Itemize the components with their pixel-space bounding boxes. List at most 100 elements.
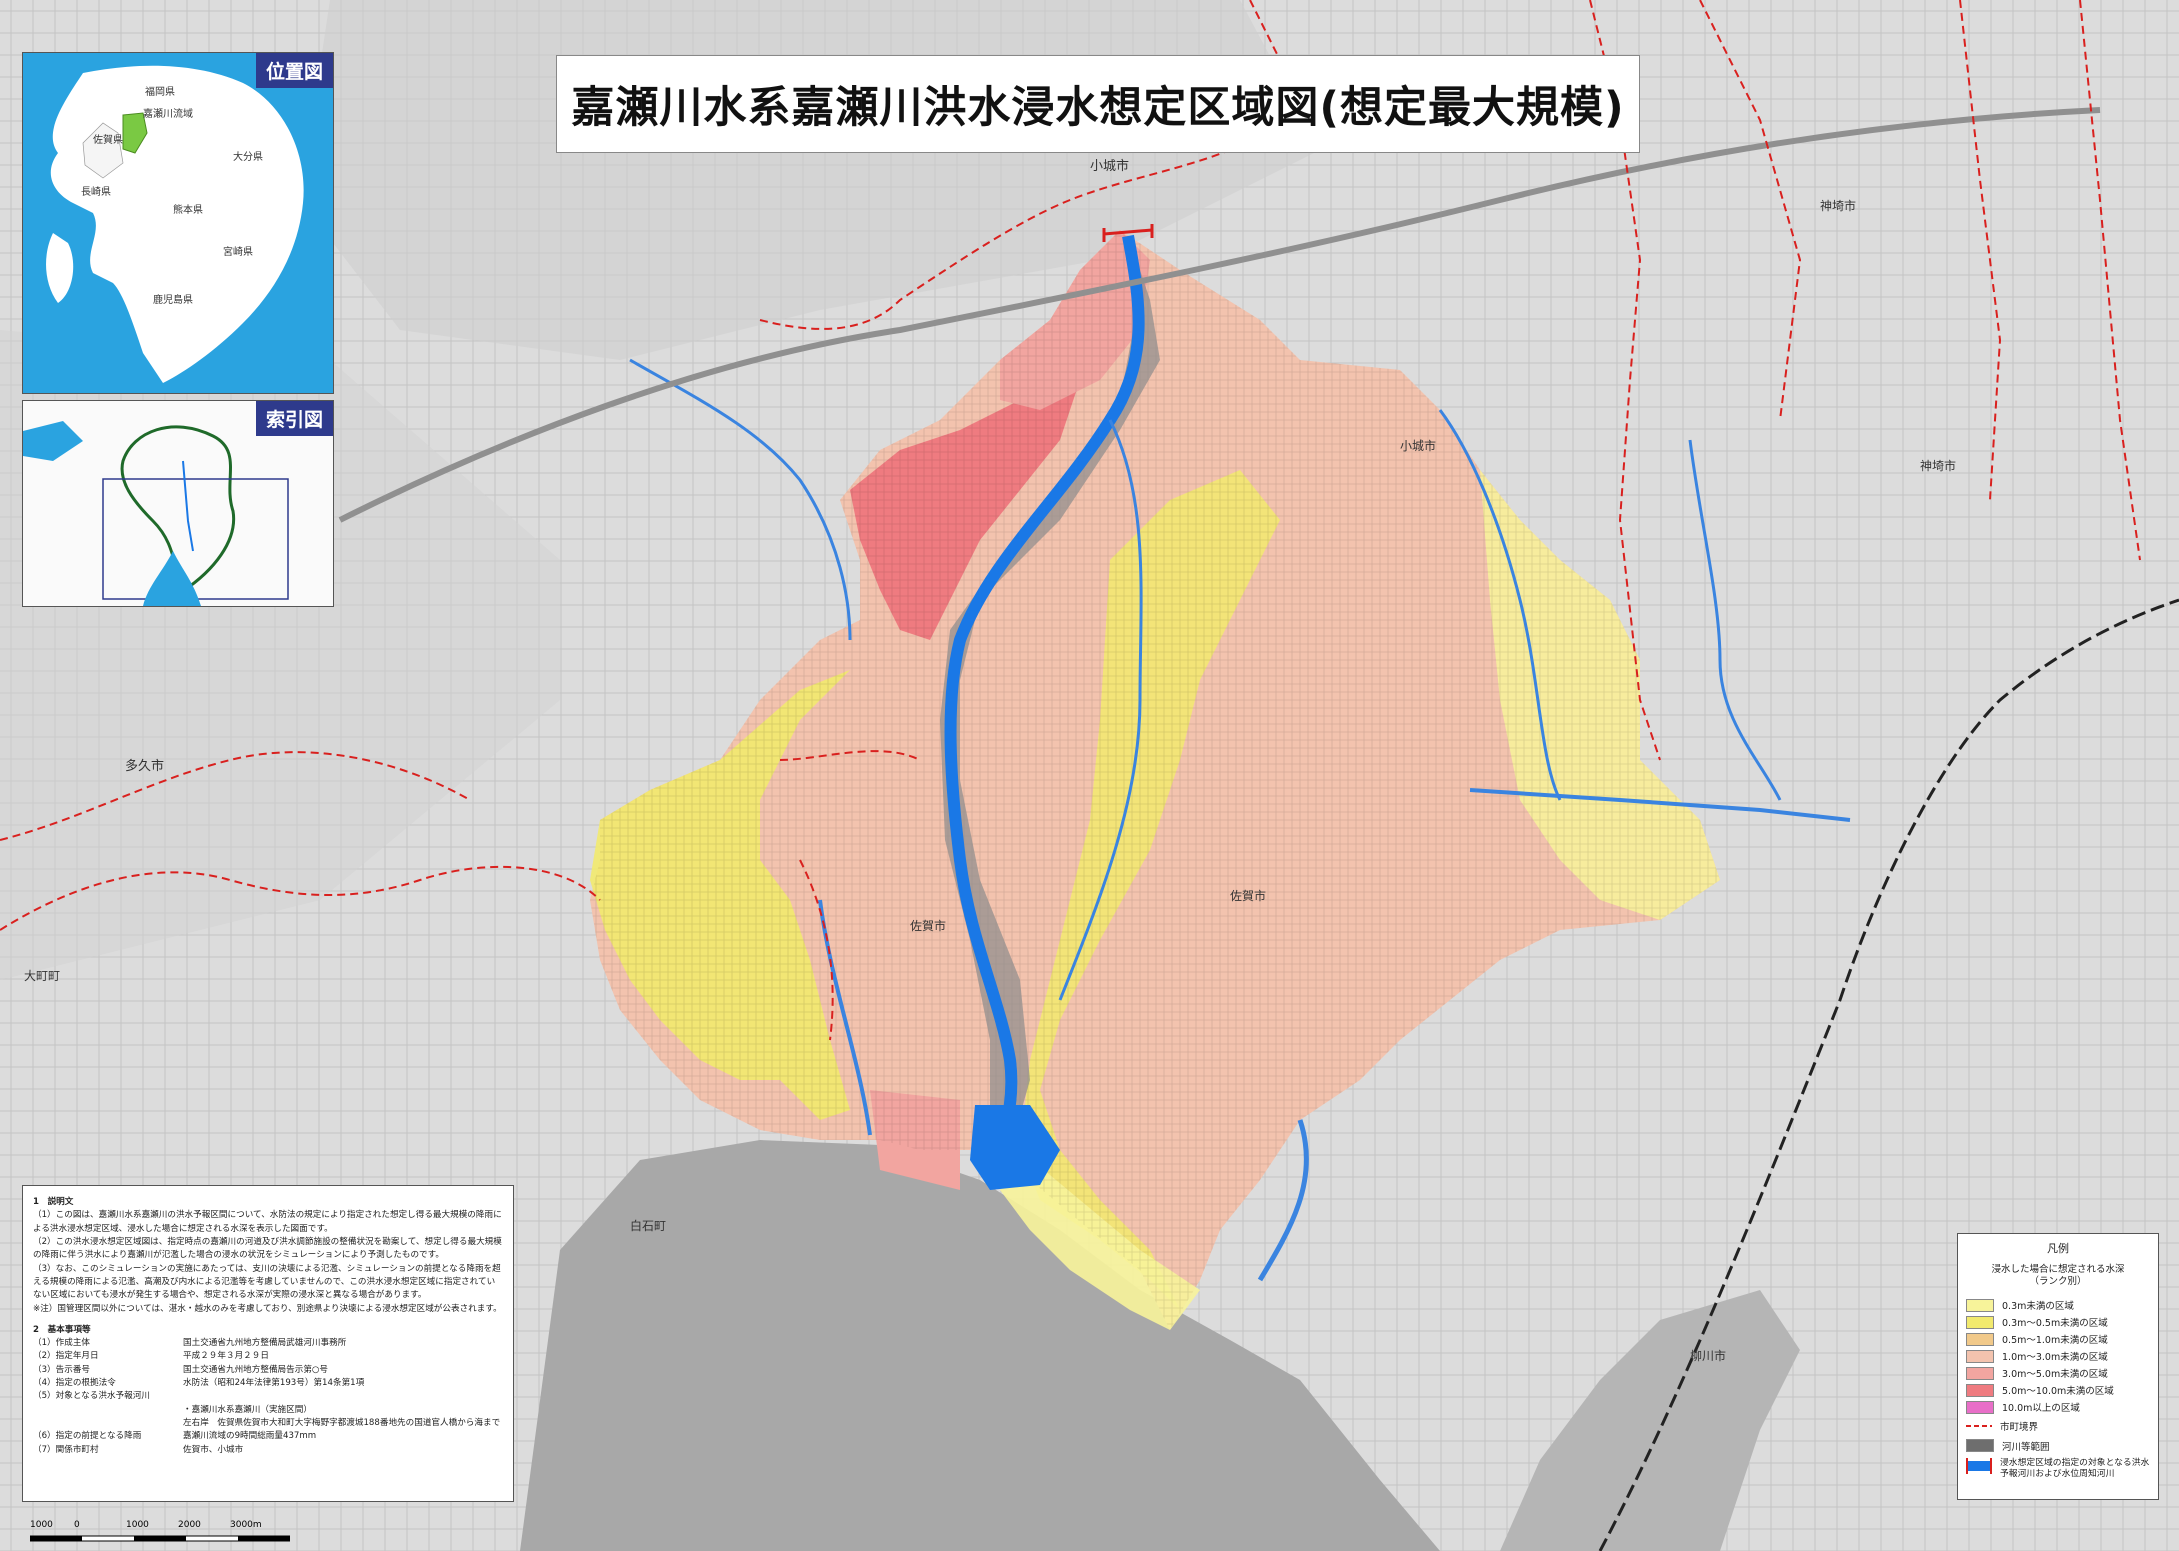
map-label-kanzaki2: 神埼市 — [1920, 458, 1956, 473]
legend-item-label: 1.0m～3.0m未満の区域 — [2002, 1352, 2108, 1364]
label-fukuoka: 福岡県 — [145, 87, 175, 98]
legend-swatch — [1966, 1400, 1994, 1414]
location-inset[interactable]: 位置図 福岡県 嘉瀬川流域 佐賀県 大分県 長崎県 熊本県 宮崎県 鹿児島県 — [22, 52, 334, 394]
label-kase-basin: 嘉瀬川流域 — [143, 109, 193, 120]
notes-item: （2）指定年月日 平成２９年３月２９日 — [33, 1350, 503, 1363]
label-nagasaki: 長崎県 — [81, 187, 111, 198]
index-inset[interactable]: 索引図 — [22, 400, 334, 607]
map-label-yanagawa: 柳川市 — [1690, 1348, 1726, 1363]
legend-item: 3.0m～5.0m未満の区域 — [1966, 1365, 2150, 1382]
kase-basin-shape — [122, 112, 148, 154]
legend-item: 0.3m～0.5m未満の区域 — [1966, 1314, 2150, 1331]
notes-item: （5）対象となる洪水予報河川 — [33, 1390, 503, 1403]
map-label-taku: 多久市 — [125, 758, 164, 774]
notes-item-key: （6）指定の前提となる降雨 — [33, 1431, 142, 1442]
parcel-texture — [590, 230, 1720, 1330]
legend-swatch — [1966, 1366, 1994, 1380]
legend-subtitle: 浸水した場合に想定される水深 （ランク別） — [1991, 1264, 2125, 1288]
notes-item-value: 嘉瀬川流域の9時間総雨量437mm — [183, 1431, 317, 1442]
notes-item-value: 水防法（昭和24年法律第193号）第14条第1項 — [183, 1378, 365, 1389]
notes-item-value — [183, 1390, 503, 1403]
sea-area — [1500, 1290, 1800, 1551]
scale-label: 0 — [74, 1520, 80, 1530]
notes-item-value: 国土交通省九州地方整備局告示第○号 — [183, 1364, 328, 1375]
map-title-box: 嘉瀬川水系嘉瀬川洪水浸水想定区域図(想定最大規模) — [556, 55, 1640, 153]
legend-river-area-swatch — [1966, 1439, 1994, 1453]
notes-item-key: （4）指定の根拠法令 — [33, 1378, 116, 1389]
notes-paragraph-4: ※注）国管理区間以外については、湛水・越水のみを考慮しており、別途県より決壊によ… — [33, 1303, 502, 1314]
expressway — [338, 107, 2101, 523]
legend-item-label: 0.3m未満の区域 — [2002, 1301, 2074, 1313]
kyushu-map — [46, 65, 304, 383]
notes-item-value: ・嘉瀬川水系嘉瀬川（実施区間） — [183, 1404, 312, 1415]
map-label-omachi: 大町町 — [24, 969, 60, 983]
tributary-river — [818, 899, 872, 1136]
tributary-river — [1688, 439, 1782, 801]
map-label-kanzaki: 神埼市 — [1820, 198, 1856, 213]
legend-boundary: 市町境界 — [1966, 1416, 2150, 1436]
notes-item-key: （7）関係市町村 — [33, 1444, 99, 1455]
legend-target-river-label: 浸水想定区域の指定の対象となる洪水予報河川および水位周知河川 — [2000, 1457, 2150, 1480]
explanatory-notes: 1 説明文 （1）この図は、嘉瀬川水系嘉瀬川の洪水予報区間について、水防法の規定… — [22, 1185, 514, 1502]
tributary-river — [1438, 409, 1562, 801]
legend-swatch — [1966, 1315, 1994, 1329]
legend-item: 0.3m未満の区域 — [1966, 1297, 2150, 1314]
notes-section1-title: 1 説明文 — [33, 1197, 74, 1207]
legend-swatch — [1966, 1383, 1994, 1397]
notes-item: ・嘉瀬川水系嘉瀬川（実施区間） — [33, 1404, 503, 1417]
notes-section2-title: 2 基本事項等 — [33, 1324, 91, 1335]
legend-item-label: 3.0m～5.0m未満の区域 — [2002, 1369, 2108, 1381]
label-kagoshima: 鹿児島県 — [153, 295, 193, 306]
legend-item-label: 0.3m～0.5m未満の区域 — [2002, 1318, 2108, 1330]
scale-label: 2000 — [178, 1520, 201, 1530]
legend-river-area-label: 河川等範囲 — [2002, 1441, 2050, 1453]
legend-river-area: 河川等範囲 — [1966, 1436, 2150, 1456]
legend-boundary-label: 市町境界 — [2000, 1421, 2039, 1433]
notes-item-key: （5）対象となる洪水予報河川 — [33, 1391, 150, 1402]
notes-item-value: 佐賀市、小城市 — [183, 1444, 244, 1455]
notes-item: （6）指定の前提となる降雨 嘉瀬川流域の9時間総雨量437mm — [33, 1430, 503, 1443]
legend-item-label: 0.5m～1.0m未満の区域 — [2002, 1335, 2108, 1347]
tributary-river — [629, 358, 852, 641]
notes-paragraph-3: （3）なお、このシミュレーションの実施にあたっては、支川の決壊による氾濫、シミュ… — [33, 1263, 501, 1301]
location-inset-header: 位置図 — [255, 53, 333, 88]
notes-item-value: 国土交通省九州地方整備局武雄河川事務所 — [183, 1338, 347, 1349]
legend-item: 5.0m～10.0m未満の区域 — [1966, 1382, 2150, 1399]
river-channel-area — [940, 240, 1160, 1150]
map-title: 嘉瀬川水系嘉瀬川洪水浸水想定区域図(想定最大規模) — [571, 83, 1625, 133]
notes-item-value: 平成２９年３月２９日 — [183, 1351, 269, 1362]
legend-swatch — [1966, 1298, 1994, 1312]
notes-paragraph-1: （1）この図は、嘉瀬川水系嘉瀬川の洪水予報区間について、水防法の規定により指定さ… — [33, 1210, 502, 1234]
legend-item-label: 10.0m以上の区域 — [2002, 1403, 2080, 1415]
legend-item-label: 5.0m～10.0m未満の区域 — [2002, 1386, 2114, 1398]
notes-item-key: （3）告示番号 — [33, 1364, 91, 1375]
label-miyazaki: 宮崎県 — [223, 247, 253, 258]
legend-item: 1.0m～3.0m未満の区域 — [1966, 1348, 2150, 1365]
notes-item: （3）告示番号 国土交通省九州地方整備局告示第○号 — [33, 1364, 503, 1377]
sea-area — [520, 1140, 1440, 1551]
notes-item: 左右岸 佐賀県佐賀市大和町大字梅野字都渡城188番地先の国道官人橋から海まで — [33, 1417, 503, 1430]
map-label-ogi2: 小城市 — [1400, 438, 1436, 453]
notes-basic-items: （1）作成主体 国土交通省九州地方整備局武雄河川事務所 （2）指定年月日 平成２９年３… — [33, 1337, 503, 1457]
legend-depth-items: 0.3m未満の区域 0.3m～0.5m未満の区域 0.5m～1.0m未満の区域 1.0… — [1966, 1297, 2150, 1416]
label-saga: 佐賀県 — [93, 135, 123, 146]
notes-item-key: （1）作成主体 — [33, 1338, 91, 1349]
scale-label: 1000 — [30, 1520, 53, 1530]
legend-item: 0.5m～1.0m未満の区域 — [1966, 1331, 2150, 1348]
railway — [1598, 598, 2179, 1551]
map-label-shiroishi: 白石町 — [630, 1218, 666, 1233]
notes-item: （7）関係市町村 佐賀市、小城市 — [33, 1444, 503, 1457]
river-estuary — [970, 1105, 1060, 1190]
legend-target-river: 浸水想定区域の指定の対象となる洪水予報河川および水位周知河川 — [1966, 1457, 2150, 1481]
notes-item-key — [33, 1417, 183, 1430]
index-inset-header: 索引図 — [255, 401, 333, 436]
notes-item: （1）作成主体 国土交通省九州地方整備局武雄河川事務所 — [33, 1337, 503, 1350]
notes-item-value: 左右岸 佐賀県佐賀市大和町大字梅野字都渡城188番地先の国道官人橋から海まで — [183, 1418, 501, 1428]
map-label-saga: 佐賀市 — [910, 918, 946, 933]
notes-item-key — [33, 1404, 183, 1417]
tributary-river — [1469, 788, 1851, 822]
notes-item-key: （2）指定年月日 — [33, 1351, 99, 1362]
